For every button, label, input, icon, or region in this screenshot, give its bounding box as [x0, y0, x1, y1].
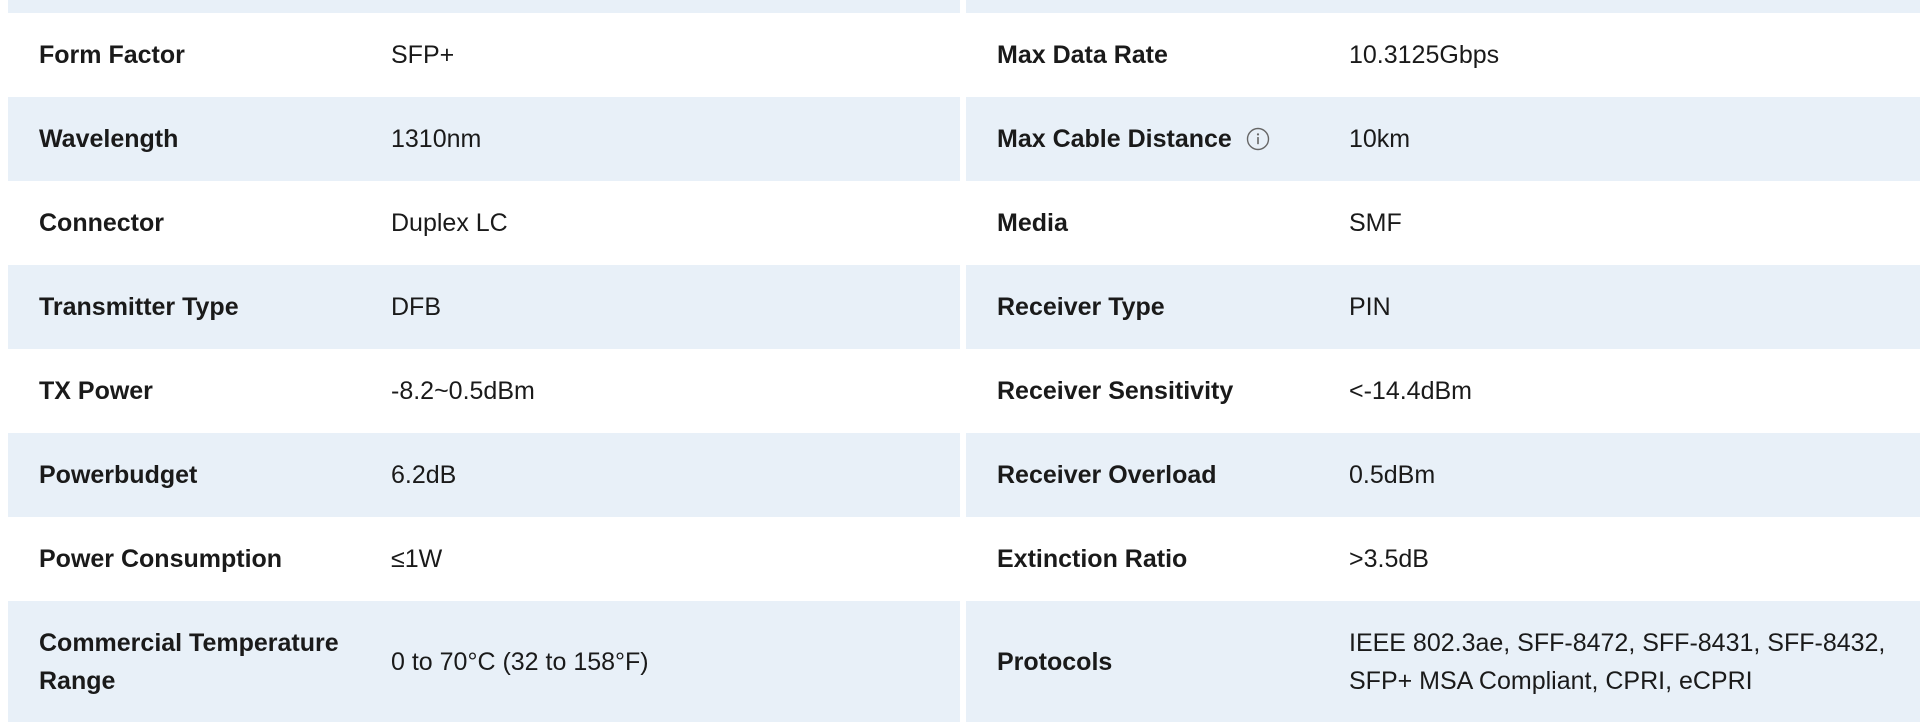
- spec-cell-right: Receiver Overload 0.5dBm: [966, 433, 1920, 517]
- spec-row-wavelength: Wavelength 1310nm Max Cable Distance 10k…: [8, 97, 1920, 181]
- spec-cell-left: Commercial Temperature Range 0 to 70°C (…: [8, 601, 960, 722]
- spec-label: TX Power: [39, 377, 153, 405]
- info-icon[interactable]: [1246, 127, 1270, 151]
- spec-label-with-icon: Max Cable Distance: [966, 120, 1349, 158]
- spec-label: Receiver Type: [997, 293, 1165, 321]
- spec-grid: Form Factor SFP+ Max Data Rate 10.3125Gb…: [8, 13, 1920, 722]
- previous-row-right: [966, 0, 1920, 13]
- spec-label: Protocols: [997, 647, 1113, 676]
- spec-label: Commercial Temperature Range: [39, 628, 339, 695]
- spec-row-power-consumption: Power Consumption ≤1W Extinction Ratio >…: [8, 517, 1920, 601]
- previous-row-strip: [8, 0, 1920, 13]
- spec-value: 1310nm: [391, 125, 482, 153]
- spec-value: SMF: [1349, 209, 1402, 237]
- spec-row-powerbudget: Powerbudget 6.2dB Receiver Overload 0.5d…: [8, 433, 1920, 517]
- spec-value: 6.2dB: [391, 461, 457, 489]
- spec-row-commercial-temperature-range: Commercial Temperature Range 0 to 70°C (…: [8, 601, 1920, 722]
- spec-value: 10km: [1349, 125, 1411, 153]
- spec-value: IEEE 802.3ae, SFF-8472, SFF-8431, SFF-84…: [1349, 628, 1886, 695]
- spec-label: Power Consumption: [39, 545, 283, 573]
- spec-value: 0 to 70°C (32 to 158°F): [391, 647, 649, 676]
- spec-cell-right: Max Cable Distance 10km: [966, 97, 1920, 181]
- spec-cell-right: Extinction Ratio >3.5dB: [966, 517, 1920, 601]
- spec-value: Duplex LC: [391, 209, 508, 237]
- spec-label: Powerbudget: [39, 461, 198, 489]
- spec-row-connector: Connector Duplex LC Media SMF: [8, 181, 1920, 265]
- spec-label: Receiver Sensitivity: [997, 377, 1234, 405]
- spec-cell-left: Power Consumption ≤1W: [8, 517, 960, 601]
- spec-row-form-factor: Form Factor SFP+ Max Data Rate 10.3125Gb…: [8, 13, 1920, 97]
- spec-value: >3.5dB: [1349, 545, 1429, 573]
- spec-row-transmitter-type: Transmitter Type DFB Receiver Type PIN: [8, 265, 1920, 349]
- spec-label: Extinction Ratio: [997, 545, 1188, 573]
- spec-value: 10.3125Gbps: [1349, 41, 1500, 69]
- spec-value: PIN: [1349, 293, 1391, 321]
- spec-cell-right: Media SMF: [966, 181, 1920, 265]
- spec-label: Max Data Rate: [997, 41, 1168, 69]
- spec-cell-right: Receiver Type PIN: [966, 265, 1920, 349]
- spec-cell-right: Max Data Rate 10.3125Gbps: [966, 13, 1920, 97]
- spec-label: Media: [997, 209, 1068, 237]
- spec-label-text: Max Cable Distance: [997, 125, 1232, 153]
- spec-cell-left: Transmitter Type DFB: [8, 265, 960, 349]
- spec-row-tx-power: TX Power -8.2~0.5dBm Receiver Sensitivit…: [8, 349, 1920, 433]
- spec-label: Form Factor: [39, 41, 185, 69]
- spec-cell-left: Form Factor SFP+: [8, 13, 960, 97]
- spec-label: Connector: [39, 209, 164, 237]
- spec-label: Transmitter Type: [39, 293, 239, 321]
- spec-value: 0.5dBm: [1349, 461, 1436, 489]
- spec-label: Wavelength: [39, 125, 179, 153]
- spec-value: DFB: [391, 293, 441, 321]
- spec-value: <-14.4dBm: [1349, 377, 1472, 405]
- spec-label: Receiver Overload: [997, 461, 1217, 489]
- spec-value: -8.2~0.5dBm: [391, 377, 535, 405]
- spec-cell-left: TX Power -8.2~0.5dBm: [8, 349, 960, 433]
- previous-row-left: [8, 0, 960, 13]
- spec-value: ≤1W: [391, 545, 443, 573]
- spec-cell-left: Connector Duplex LC: [8, 181, 960, 265]
- spec-value: SFP+: [391, 41, 455, 69]
- spec-cell-left: Powerbudget 6.2dB: [8, 433, 960, 517]
- spec-cell-left: Wavelength 1310nm: [8, 97, 960, 181]
- spec-cell-right: Protocols IEEE 802.3ae, SFF-8472, SFF-84…: [966, 601, 1920, 722]
- spec-cell-right: Receiver Sensitivity <-14.4dBm: [966, 349, 1920, 433]
